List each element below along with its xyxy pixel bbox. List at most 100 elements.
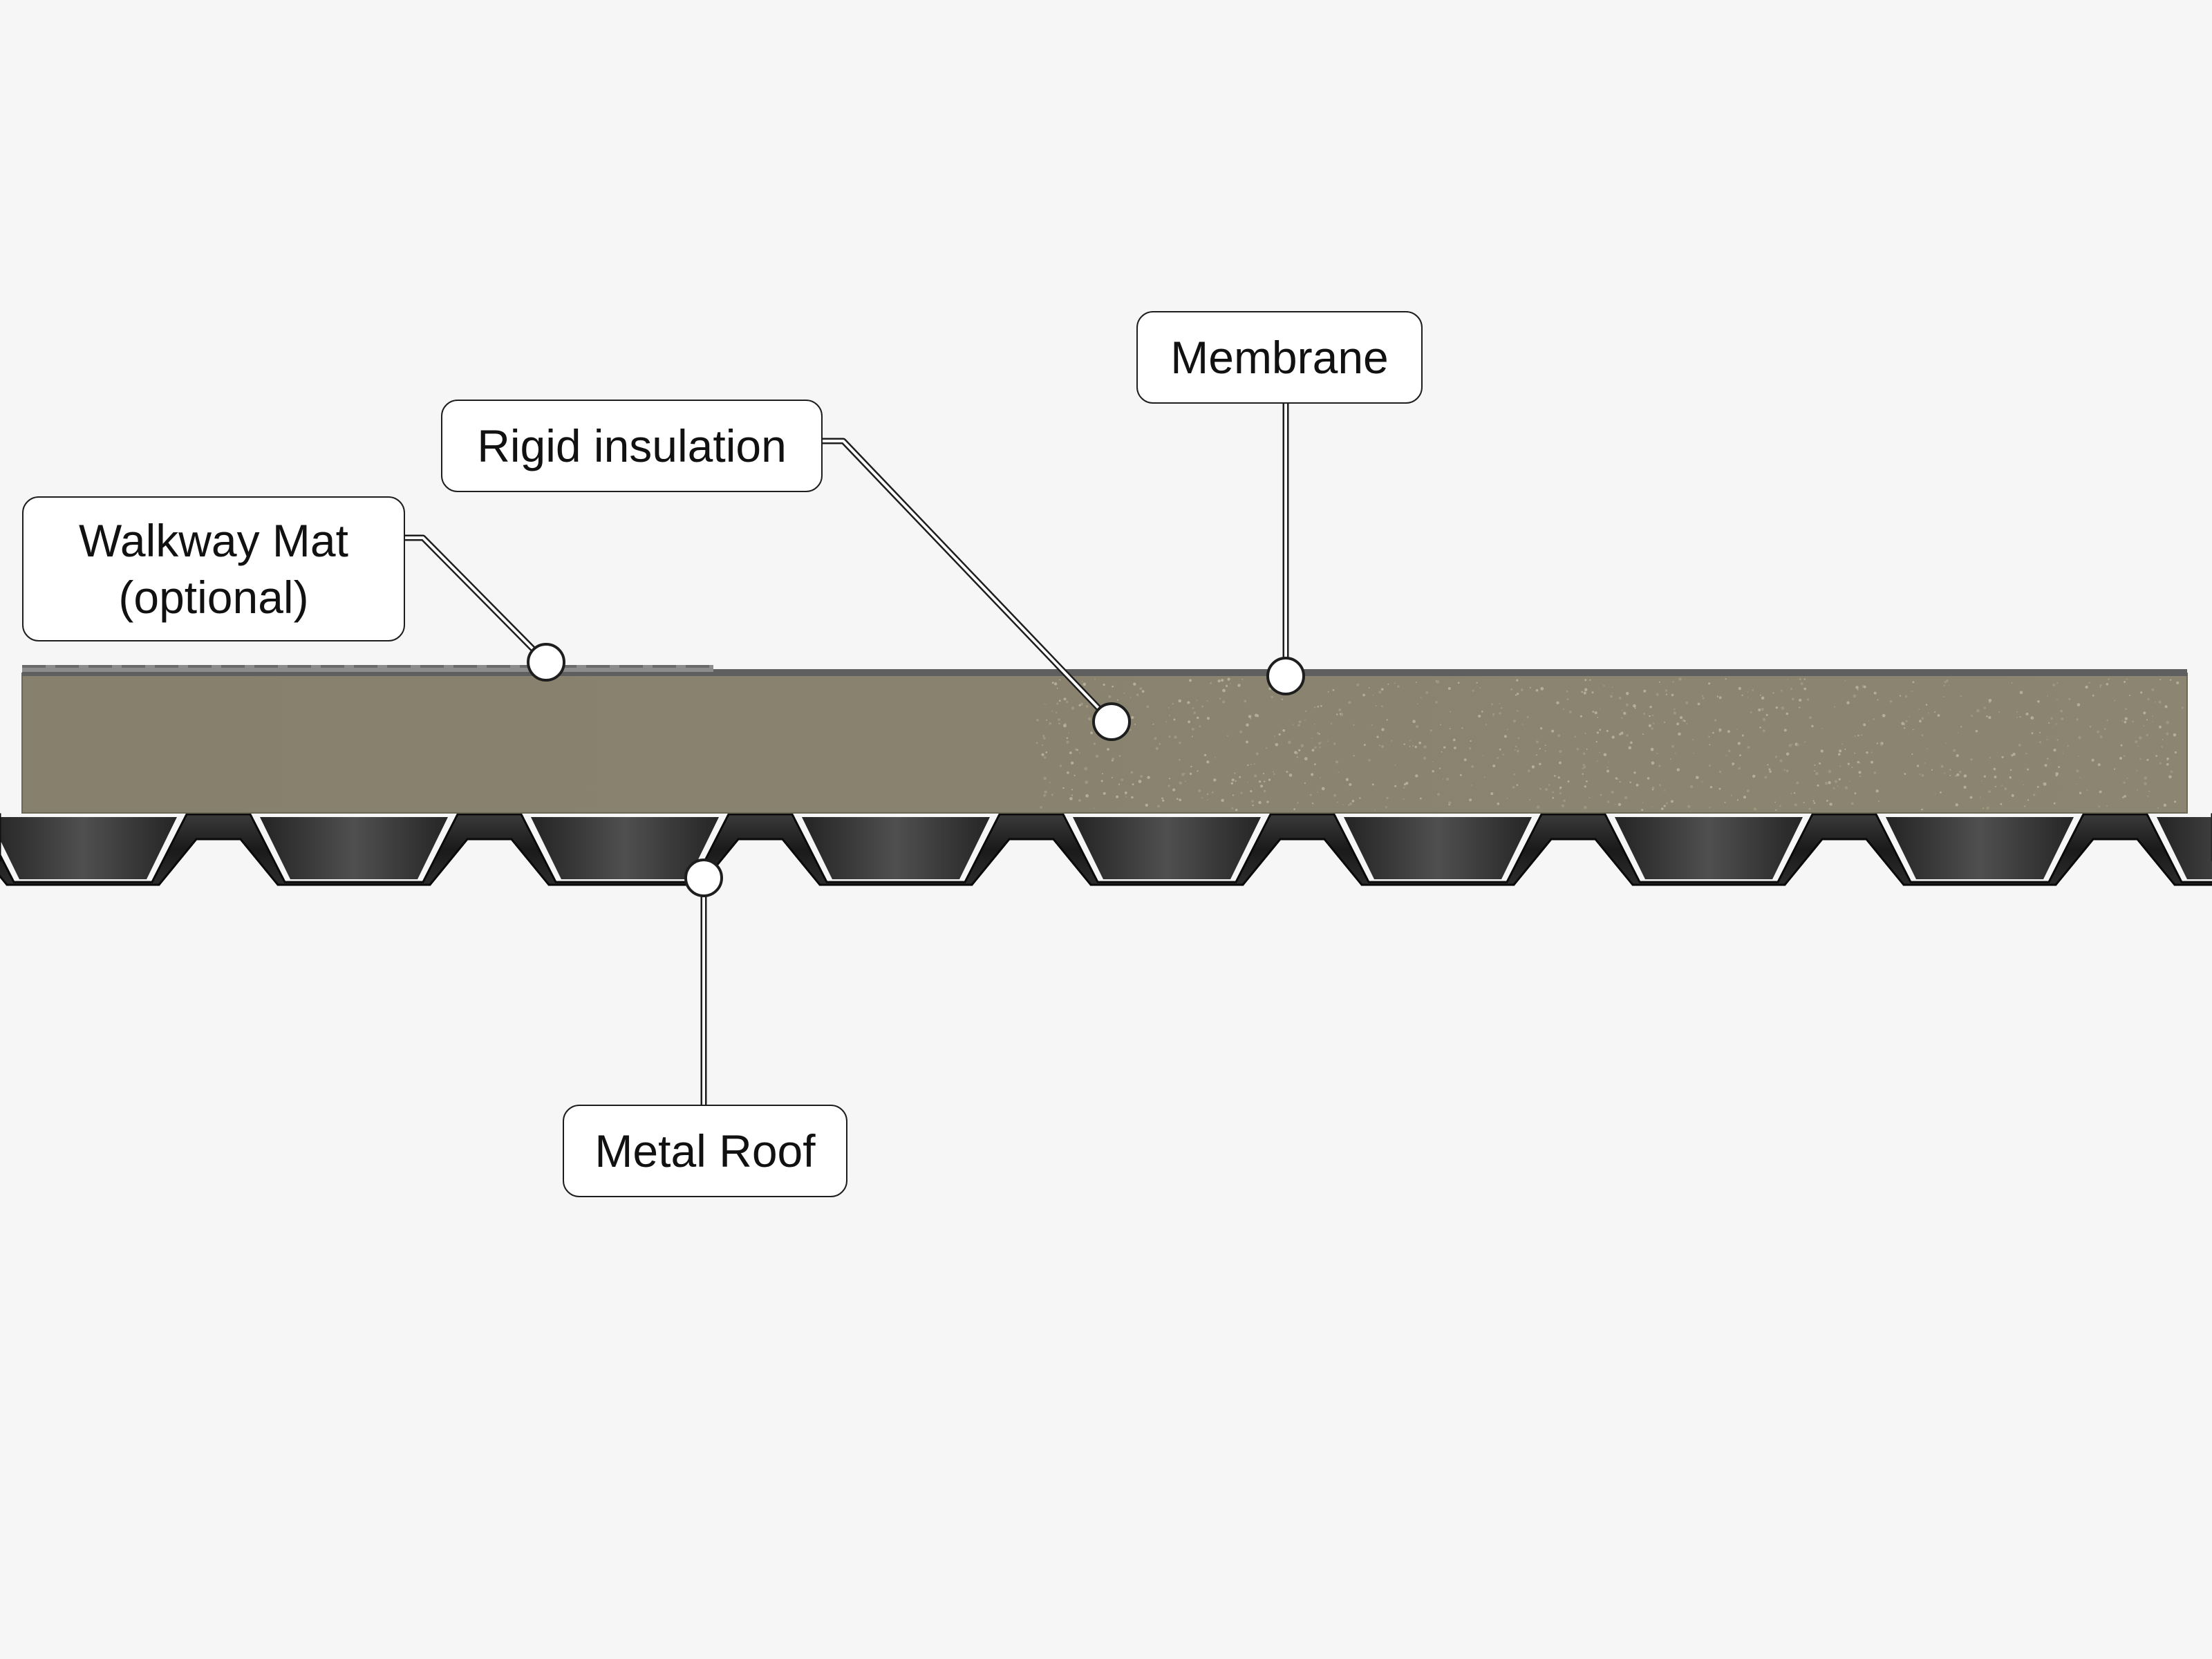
insulation-speckle xyxy=(1058,700,1061,702)
insulation-speckle xyxy=(1928,712,1929,714)
insulation-speckle xyxy=(1271,695,1274,699)
insulation-speckle xyxy=(1368,759,1371,762)
insulation-speckle xyxy=(1124,791,1127,794)
insulation-speckle xyxy=(1685,701,1689,704)
insulation-speckle xyxy=(2078,756,2080,757)
insulation-speckle xyxy=(1866,751,1868,754)
insulation-speckle xyxy=(1769,770,1772,773)
insulation-speckle xyxy=(2108,678,2110,680)
insulation-speckle xyxy=(1917,765,1920,767)
insulation-speckle xyxy=(1595,740,1597,743)
insulation-speckle xyxy=(1353,755,1355,757)
insulation-speckle xyxy=(1762,718,1766,722)
insulation-speckle xyxy=(1332,688,1335,691)
insulation-speckle xyxy=(2038,741,2042,744)
insulation-speckle xyxy=(1793,792,1796,794)
insulation-speckle xyxy=(1515,694,1517,696)
insulation-speckle xyxy=(2061,718,2064,720)
insulation-speckle xyxy=(1709,807,1711,809)
insulation-speckle xyxy=(2048,722,2050,724)
insulation-speckle xyxy=(1912,729,1914,731)
insulation-speckle xyxy=(1618,696,1622,700)
insulation-speckle xyxy=(1313,706,1316,709)
insulation-speckle xyxy=(2016,711,2018,713)
insulation-speckle xyxy=(1651,806,1653,807)
insulation-speckle xyxy=(1294,751,1297,754)
insulation-speckle xyxy=(1415,682,1417,684)
insulation-speckle xyxy=(1333,794,1337,797)
insulation-speckle xyxy=(1485,723,1488,726)
insulation-speckle xyxy=(1051,794,1053,796)
insulation-speckle xyxy=(1244,700,1247,703)
insulation-speckle xyxy=(1492,713,1495,716)
insulation-speckle xyxy=(1304,719,1306,721)
insulation-speckle xyxy=(1497,803,1500,805)
insulation-speckle xyxy=(1606,769,1610,773)
insulation-speckle xyxy=(1049,781,1051,783)
insulation-speckle xyxy=(1179,741,1181,744)
insulation-speckle xyxy=(1250,718,1252,720)
insulation-speckle xyxy=(1190,765,1192,768)
insulation-speckle xyxy=(2060,709,2063,713)
insulation-speckle xyxy=(1246,781,1248,783)
insulation-speckle xyxy=(1828,769,1832,774)
insulation-speckle xyxy=(1317,705,1319,708)
insulation-speckle xyxy=(1844,786,1848,789)
insulation-speckle xyxy=(1183,772,1185,774)
insulation-speckle xyxy=(1211,791,1214,794)
insulation-speckle xyxy=(1521,724,1524,725)
insulation-speckle xyxy=(2055,723,2057,725)
insulation-speckle xyxy=(1198,789,1201,793)
insulation-speckle xyxy=(1394,785,1397,787)
insulation-speckle xyxy=(1193,711,1197,714)
insulation-speckle xyxy=(1403,743,1405,745)
insulation-speckle xyxy=(2163,803,2167,807)
insulation-speckle xyxy=(1529,686,1531,688)
insulation-speckle xyxy=(2122,796,2124,798)
insulation-speckle xyxy=(2004,787,2007,791)
insulation-speckle xyxy=(1641,809,1644,812)
insulation-speckle xyxy=(2079,791,2082,794)
insulation-speckle xyxy=(1459,774,1462,776)
insulation-speckle xyxy=(1819,762,1821,765)
insulation-speckle xyxy=(1517,749,1519,753)
insulation-speckle xyxy=(1647,777,1650,780)
insulation-speckle xyxy=(2126,678,2128,680)
insulation-speckle xyxy=(2157,807,2159,809)
insulation-speckle xyxy=(1386,719,1388,721)
dot-metal-roof xyxy=(684,859,723,897)
insulation-speckle xyxy=(1860,734,1863,736)
insulation-speckle xyxy=(1648,724,1651,727)
insulation-speckle xyxy=(1576,747,1580,751)
insulation-speckle xyxy=(1234,772,1236,774)
insulation-speckle xyxy=(1078,704,1081,706)
insulation-speckle xyxy=(1838,778,1841,780)
insulation-speckle xyxy=(1414,746,1417,749)
insulation-speckle xyxy=(1628,746,1632,750)
insulation-speckle xyxy=(1678,677,1682,681)
insulation-speckle xyxy=(2174,751,2177,754)
insulation-speckle xyxy=(1873,718,1875,720)
insulation-speckle xyxy=(1566,690,1568,693)
insulation-speckle xyxy=(1468,747,1472,750)
insulation-speckle xyxy=(2011,794,2014,797)
insulation-speckle xyxy=(2023,784,2025,786)
insulation-speckle xyxy=(1317,791,1318,793)
insulation-speckle xyxy=(2135,740,2138,744)
insulation-speckle xyxy=(1273,773,1275,776)
insulation-speckle xyxy=(1738,767,1741,770)
insulation-speckle xyxy=(2078,735,2081,740)
insulation-speckle xyxy=(1281,698,1283,700)
insulation-speckle xyxy=(1499,748,1501,751)
insulation-speckle xyxy=(2161,746,2164,748)
walkway-mat-callout: Walkway Mat (optional) xyxy=(22,496,405,641)
insulation-speckle xyxy=(1311,738,1313,739)
insulation-speckle xyxy=(1121,778,1124,781)
insulation-speckle xyxy=(1517,737,1520,740)
insulation-speckle xyxy=(1911,753,1913,755)
insulation-speckle xyxy=(1116,795,1119,798)
insulation-speckle xyxy=(1471,765,1474,768)
insulation-speckle xyxy=(1998,711,2000,713)
insulation-speckle xyxy=(1988,790,1991,794)
insulation-speckle xyxy=(1924,762,1926,764)
